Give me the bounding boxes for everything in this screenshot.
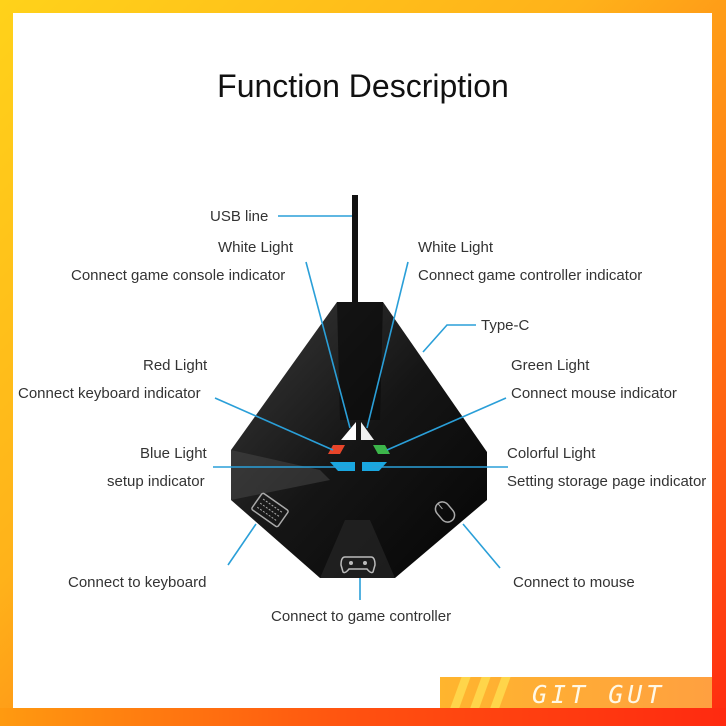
gamepad-icon (340, 556, 376, 574)
label-controller-indicator: Connect game controller indicator (418, 267, 643, 284)
label-colorful: Colorful Light (507, 445, 596, 462)
label-setup: setup indicator (107, 473, 205, 490)
brand-logo: GIT GUT (532, 680, 666, 709)
label-mouse-indicator: Connect mouse indicator (511, 385, 677, 402)
callout-mouse (462, 523, 501, 569)
callout-green (386, 397, 507, 451)
keyboard-icon (251, 492, 289, 528)
label-usb: USB line (210, 208, 269, 225)
red-light (328, 445, 345, 454)
page-title: Function Description (217, 68, 509, 104)
green-light (373, 445, 390, 454)
label-white-left: White Light (218, 239, 294, 256)
callout-red (214, 397, 334, 451)
callout-keyboard (227, 523, 257, 566)
body-facet (337, 302, 383, 420)
label-blue: Blue Light (140, 445, 207, 462)
label-mouse: Connect to mouse (513, 574, 635, 591)
mouse-icon (434, 501, 456, 523)
white-light-left (341, 422, 356, 440)
label-white-right: White Light (418, 239, 494, 256)
label-keyboard-indicator: Connect keyboard indicator (18, 385, 201, 402)
label-red: Red Light (143, 357, 208, 374)
label-storage: Setting storage page indicator (507, 473, 707, 490)
callout-white-right (366, 261, 409, 429)
white-light-right (361, 422, 374, 440)
callout-typec (422, 324, 476, 353)
callout-white-left (305, 261, 351, 429)
label-keyboard: Connect to keyboard (68, 574, 207, 591)
body-facet (320, 520, 395, 578)
label-green: Green Light (511, 357, 590, 374)
adapter-body (231, 302, 487, 578)
label-typec: Type-C (481, 317, 530, 334)
label-gamepad: Connect to game controller (271, 608, 452, 625)
body-facet (231, 450, 330, 500)
label-console: Connect game console indicator (71, 267, 286, 284)
bottom-frame-bar (0, 708, 726, 726)
callout-lines (213, 215, 508, 600)
